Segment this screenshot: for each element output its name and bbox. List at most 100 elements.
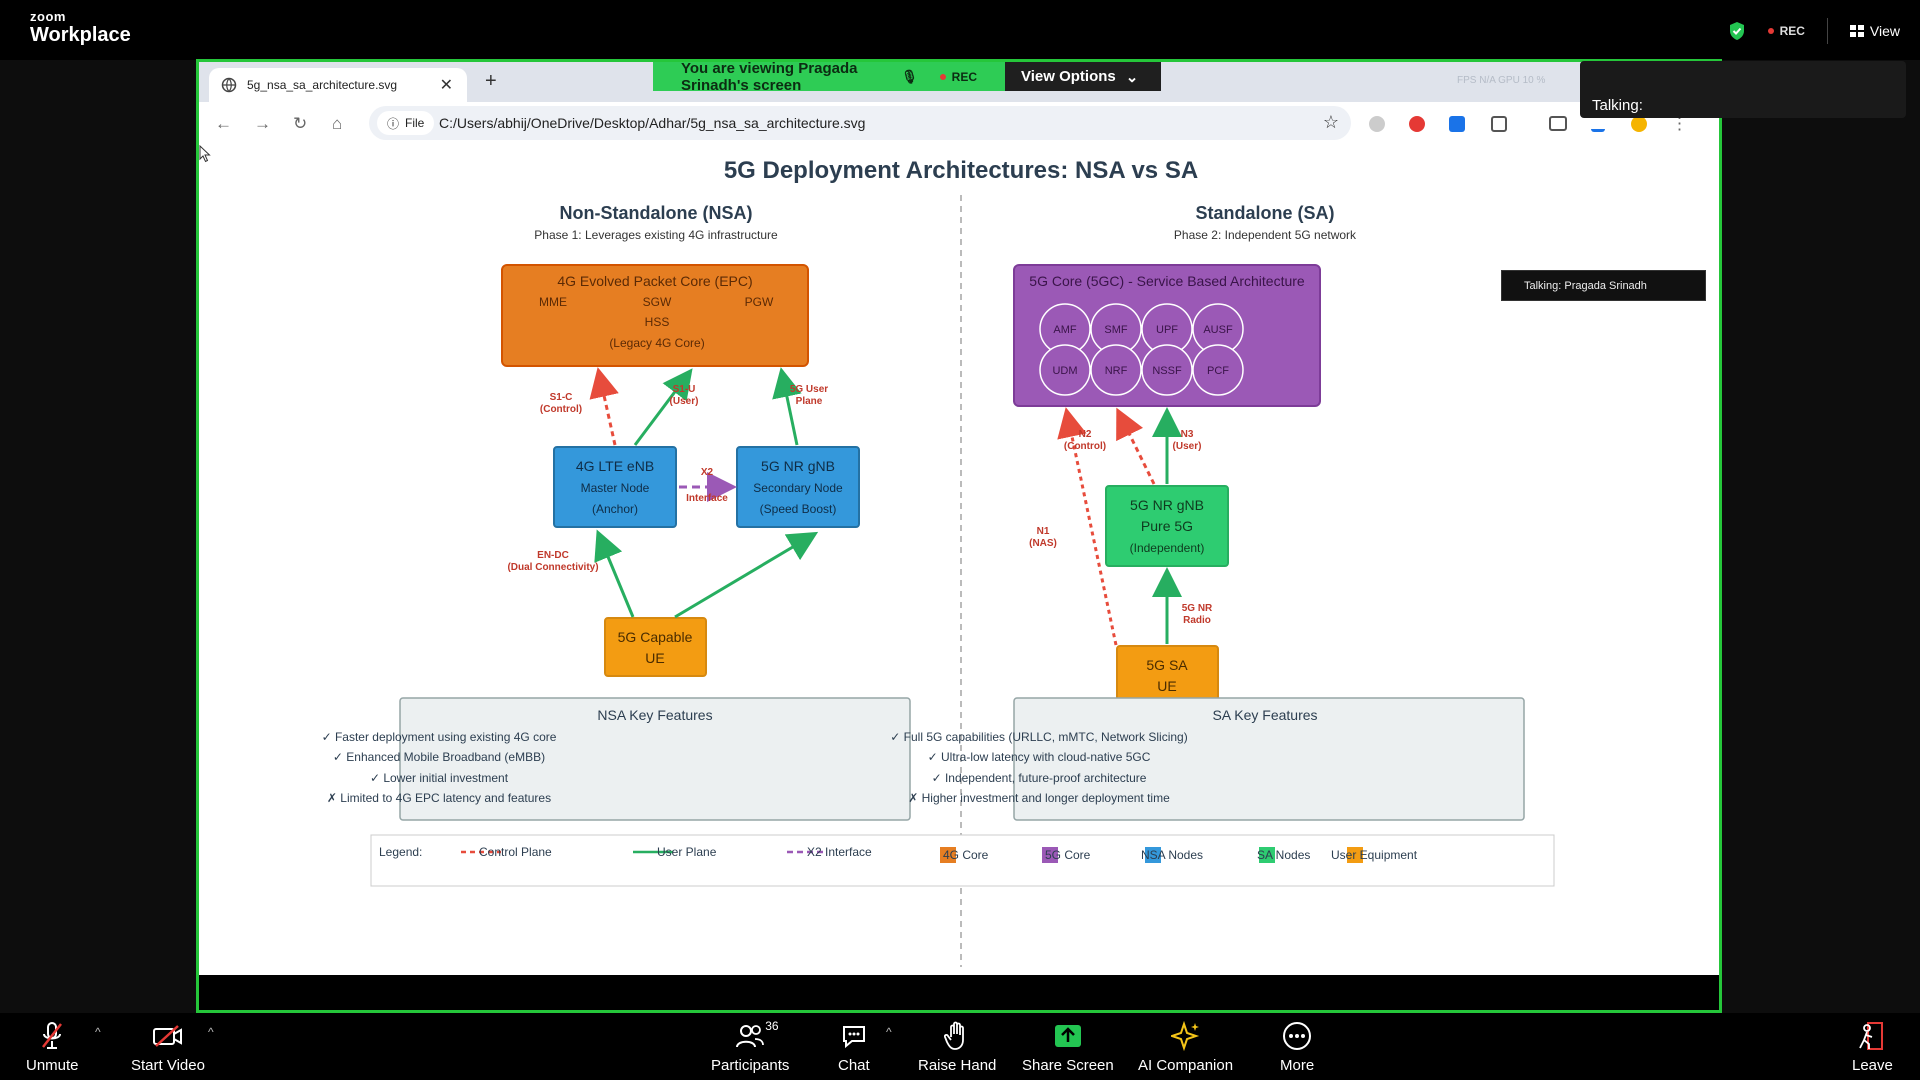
legend-ue: User Equipment <box>1331 848 1418 862</box>
rec-dot-icon <box>1767 28 1774 34</box>
view-button[interactable]: View <box>1849 23 1900 39</box>
unmute-button[interactable]: Unmute <box>26 1021 79 1074</box>
more-button[interactable]: More <box>1280 1021 1314 1074</box>
unmute-label: Unmute <box>26 1057 79 1074</box>
start-video-label: Start Video <box>131 1057 205 1074</box>
recording-indicator[interactable]: REC <box>1767 24 1805 38</box>
omnibox[interactable]: ⓘ File C:/Users/abhij/OneDrive/Desktop/A… <box>369 106 1351 140</box>
sun-extension-icon[interactable] <box>1631 116 1647 132</box>
sa-features-box <box>1013 697 1525 821</box>
nsa-ue-line1: 5G Capable <box>618 629 693 645</box>
extension-icon[interactable] <box>1369 116 1385 132</box>
chat-button[interactable]: Chat <box>838 1021 870 1074</box>
globe-icon <box>221 77 237 93</box>
svg-page: 5G Deployment Architectures: NSA vs SA N… <box>199 145 1719 975</box>
sa-ue-box <box>1116 645 1219 705</box>
raise-hand-button[interactable]: Raise Hand <box>918 1021 996 1074</box>
legend-sa-swatch <box>1259 847 1275 863</box>
n3-label-1: N3 <box>1181 429 1194 440</box>
back-arrow-icon[interactable]: ← <box>215 114 232 133</box>
leave-button[interactable]: Leave <box>1852 1021 1893 1074</box>
audio-options-chevron-icon[interactable]: ^ <box>95 1025 101 1039</box>
legend-label: Legend: <box>379 845 422 859</box>
screen-search-icon[interactable] <box>1549 116 1567 131</box>
talking-tooltip: Talking: Pragada Srinadh <box>1501 270 1706 301</box>
tab-title: 5g_nsa_sa_architecture.svg <box>247 78 398 92</box>
n3-label-2: (User) <box>1173 441 1202 452</box>
nsa-gnb-title: 5G NR gNB <box>761 458 835 474</box>
architecture-diagram: 5G Deployment Architectures: NSA vs SA N… <box>322 157 1555 967</box>
epc-box <box>501 264 809 367</box>
tab-bar: 5g_nsa_sa_architecture.svg ✕ + You are v… <box>199 62 1719 102</box>
bookmark-star-icon[interactable]: ☆ <box>1322 112 1339 132</box>
participants-icon: 36 <box>735 1019 779 1051</box>
rec-label: REC <box>1779 24 1805 38</box>
extensions-puzzle-icon[interactable] <box>1491 116 1507 132</box>
s1c-label-1: S1-C <box>550 392 573 403</box>
chat-bubble-icon <box>840 1021 868 1051</box>
nsa-features-title: NSA Key Features <box>597 707 712 723</box>
legend-4g: 4G Core <box>943 848 989 862</box>
sa-gnb-title: 5G NR gNB <box>1130 497 1204 513</box>
ai-companion-button[interactable]: AI Companion <box>1138 1021 1233 1074</box>
url-text[interactable]: C:/Users/abhij/OneDrive/Desktop/Adhar/5g… <box>439 115 866 131</box>
endc-label-1: EN-DC <box>537 550 569 561</box>
nssf-label: NSSF <box>1152 365 1182 377</box>
view-options-button[interactable]: View Options ⌄ <box>1005 62 1161 91</box>
radio-label-2: Radio <box>1183 615 1211 626</box>
ausf-label: AUSF <box>1203 324 1233 336</box>
top-right-controls: REC View <box>1728 18 1900 44</box>
chat-options-chevron-icon[interactable]: ^ <box>886 1025 892 1039</box>
sparkle-icon <box>1170 1021 1201 1051</box>
epc-mme: MME <box>539 295 567 309</box>
forward-arrow-icon[interactable]: → <box>254 114 271 133</box>
nsa-ue-box <box>604 617 707 677</box>
kebab-menu-icon[interactable]: ⋮ <box>1671 114 1688 133</box>
participants-button[interactable]: 36 Participants <box>711 1019 789 1074</box>
video-options-chevron-icon[interactable]: ^ <box>208 1025 214 1039</box>
shield-icon[interactable] <box>1728 21 1746 41</box>
nsa-section: Non-Standalone (NSA) Phase 1: Leverages … <box>322 203 911 821</box>
sa-gnb-line2: Pure 5G <box>1141 518 1193 534</box>
talking-panel: Talking: <box>1580 61 1906 118</box>
pcf-node <box>1192 344 1244 396</box>
raise-hand-icon <box>944 1021 970 1051</box>
n2-label-2: (Control) <box>1064 441 1106 452</box>
home-icon[interactable]: ⌂ <box>332 114 343 133</box>
extension-tag-icon[interactable] <box>1449 116 1465 132</box>
sa-feature-4: ✗ Higher investment and longer deploymen… <box>908 791 1170 805</box>
pcf-label: PCF <box>1207 365 1229 377</box>
video-off-icon <box>152 1021 184 1051</box>
start-video-button[interactable]: Start Video <box>131 1021 205 1074</box>
mouse-cursor-icon <box>199 145 211 163</box>
legend-user: User Plane <box>657 845 717 859</box>
x2-label-1: X2 <box>701 467 714 478</box>
nsa-heading: Non-Standalone (NSA) <box>560 203 753 223</box>
extension-key-icon[interactable] <box>1409 116 1425 132</box>
reload-icon[interactable]: ↻ <box>293 114 308 133</box>
new-tab-icon[interactable]: + <box>485 70 497 92</box>
download-icon[interactable] <box>1591 116 1605 132</box>
browser-tab[interactable]: 5g_nsa_sa_architecture.svg ✕ <box>209 68 467 102</box>
banner-rec-label: REC <box>951 69 977 84</box>
legend-nsa-swatch <box>1145 847 1161 863</box>
nsa-feature-4: ✗ Limited to 4G EPC latency and features <box>327 791 551 805</box>
share-screen-icon <box>1053 1021 1083 1051</box>
more-dots-icon <box>1282 1021 1312 1051</box>
enb-line2: Master Node <box>581 481 650 495</box>
close-tab-icon[interactable]: ✕ <box>439 77 453 94</box>
user-plane-label-1: 5G User <box>790 384 828 395</box>
s1c-arrow <box>589 367 619 446</box>
nsa-features-box <box>399 697 911 821</box>
nsa-feature-3: ✓ Lower initial investment <box>370 771 509 785</box>
sa-subheading: Phase 2: Independent 5G network <box>1174 228 1357 242</box>
chevron-down-icon: ⌄ <box>1125 68 1139 86</box>
site-info-chip[interactable]: ⓘ File <box>377 111 435 135</box>
ue-enb-arrow <box>594 529 635 618</box>
s1c-label-2: (Control) <box>540 404 582 415</box>
nsa-feature-2: ✓ Enhanced Mobile Broadband (eMBB) <box>333 750 545 764</box>
nssf-node <box>1141 344 1193 396</box>
share-screen-button[interactable]: Share Screen <box>1022 1021 1114 1074</box>
legend-4g-swatch <box>940 847 956 863</box>
zoom-logo: zoom Workplace <box>30 10 131 45</box>
